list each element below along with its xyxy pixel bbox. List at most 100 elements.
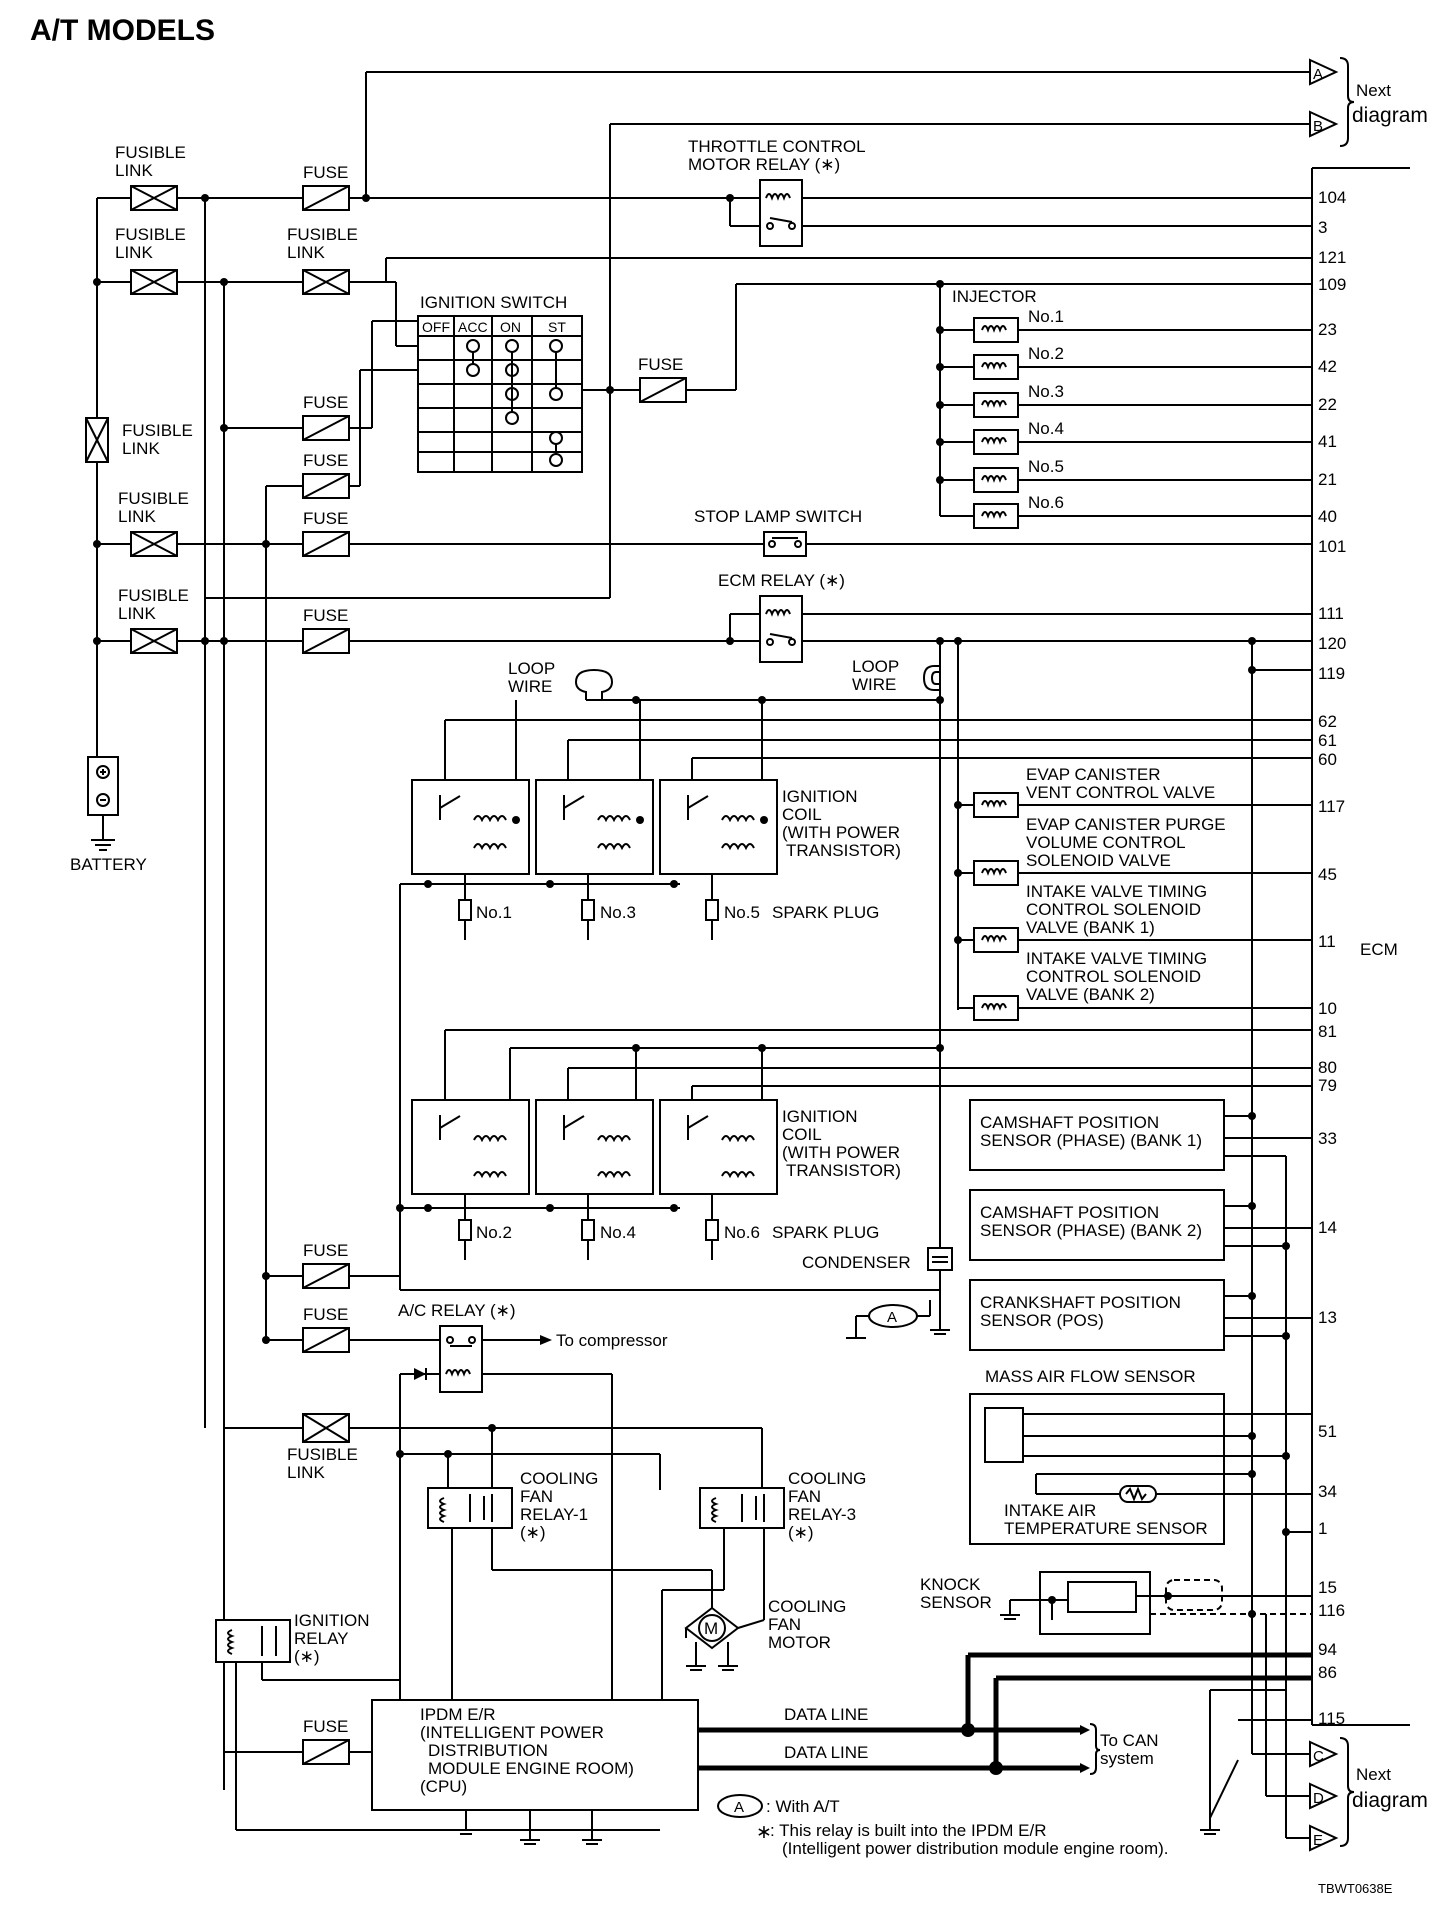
evap-purge-label: EVAP CANISTER PURGE bbox=[1026, 815, 1226, 834]
ecm-pin: 86 bbox=[1318, 1663, 1337, 1682]
next-diagram-wires bbox=[1200, 1614, 1312, 1839]
ign-coil-label-3: (WITH POWER bbox=[782, 1143, 900, 1162]
ecm-relay-label: ECM RELAY (∗) bbox=[718, 571, 845, 590]
ivt2-label-3: VALVE (BANK 2) bbox=[1026, 985, 1155, 1004]
ckp-label-2: SENSOR (POS) bbox=[980, 1311, 1104, 1330]
fusible-label: FUSIBLE bbox=[287, 225, 358, 244]
ivt1-label: INTAKE VALVE TIMING bbox=[1026, 882, 1207, 901]
spark-plug-no1: No.1 bbox=[476, 903, 512, 922]
loop-wire-right: LOOP WIRE bbox=[852, 657, 941, 694]
fuse-label: FUSE bbox=[303, 606, 348, 625]
cfr3-label-3: RELAY-3 bbox=[788, 1505, 856, 1524]
next-diagram-bottom: C D E Next diagram bbox=[1309, 1737, 1428, 1852]
cfr3-label-4: (∗) bbox=[788, 1523, 814, 1542]
link-label: LINK bbox=[122, 439, 160, 458]
condenser-label: CONDENSER bbox=[802, 1253, 911, 1272]
ign-relay-label-3: (∗) bbox=[294, 1647, 320, 1666]
spark-plug-no3: No.3 bbox=[600, 903, 636, 922]
injector-label: INJECTOR bbox=[952, 287, 1037, 306]
injector-3: No.3 bbox=[936, 382, 1312, 418]
cooling-fan-relays: COOLING FAN RELAY-1 (∗) COOLING FAN RELA… bbox=[427, 1469, 866, 1700]
diagram-label-bottom: diagram bbox=[1352, 1789, 1428, 1812]
ecm-pin: 21 bbox=[1318, 470, 1337, 489]
fuse-label: FUSE bbox=[303, 1717, 348, 1736]
iat-label-2: TEMPERATURE SENSOR bbox=[1004, 1519, 1208, 1538]
connector-e: E bbox=[1313, 1832, 1323, 1849]
ign-coil-label-2: COIL bbox=[782, 1125, 822, 1144]
data-line-label-2: DATA LINE bbox=[784, 1743, 868, 1762]
note-relay-2: (Intelligent power distribution module e… bbox=[782, 1839, 1168, 1858]
spark-plug-no6: No.6 bbox=[724, 1223, 760, 1242]
fan-motor-m: M bbox=[704, 1619, 718, 1638]
injector-no4: No.4 bbox=[1028, 419, 1064, 438]
sensors: CAMSHAFT POSITION SENSOR (PHASE) (BANK 1… bbox=[920, 1099, 1312, 1830]
ecm-pin: 61 bbox=[1318, 731, 1337, 750]
ivt2-label-2: CONTROL SOLENOID bbox=[1026, 967, 1201, 986]
ipdm-label-3: DISTRIBUTION bbox=[428, 1741, 548, 1760]
injector-6: No.6 bbox=[940, 493, 1312, 529]
next-diagram-top: A B Next diagram bbox=[1309, 57, 1428, 147]
maf-label: MASS AIR FLOW SENSOR bbox=[985, 1367, 1196, 1386]
to-can-label: To CAN bbox=[1100, 1731, 1159, 1750]
cooling-fan-motor: M COOLING FAN MOTOR bbox=[684, 1597, 846, 1671]
evap-purge-label-3: SOLENOID VALVE bbox=[1026, 851, 1171, 870]
ecm-pin: 120 bbox=[1318, 634, 1346, 653]
evap-vent-label-2: VENT CONTROL VALVE bbox=[1026, 783, 1215, 802]
ign-pos-off: OFF bbox=[422, 319, 450, 335]
data-lines: DATA LINE DATA LINE To CAN system bbox=[698, 1652, 1312, 1775]
to-compressor: To compressor bbox=[556, 1331, 668, 1350]
cfr1-label-2: FAN bbox=[520, 1487, 553, 1506]
ecm-pin: 42 bbox=[1318, 357, 1337, 376]
ecm-pin: 62 bbox=[1318, 712, 1337, 731]
cmp1-label-2: SENSOR (PHASE) (BANK 1) bbox=[980, 1131, 1202, 1150]
ignition-coils-top: No.1 No.3 No.5 SPARK PLUG IGNITION COIL … bbox=[399, 637, 1312, 1720]
cfr3-label-2: FAN bbox=[788, 1487, 821, 1506]
ecm-pins: 104 3 121 109 23 42 22 41 21 40 101 111 … bbox=[1318, 188, 1346, 1728]
ign-relay-label: IGNITION bbox=[294, 1611, 370, 1630]
link-label: LINK bbox=[115, 161, 153, 180]
to-can-label-2: system bbox=[1100, 1749, 1154, 1768]
spark-plug-no4: No.4 bbox=[600, 1223, 636, 1242]
ac-relay-label: A/C RELAY (∗) bbox=[398, 1301, 516, 1320]
ac-relay-section: FUSE FUSE A/C RELAY (∗) To compressor FU… bbox=[224, 544, 763, 1700]
ign-coil-label-3: (WITH POWER bbox=[782, 823, 900, 842]
ecm-pin: 79 bbox=[1318, 1076, 1337, 1095]
link-label: LINK bbox=[115, 243, 153, 262]
fusible-label: FUSIBLE bbox=[118, 489, 189, 508]
ivt1-label-2: CONTROL SOLENOID bbox=[1026, 900, 1201, 919]
link-label: LINK bbox=[118, 604, 156, 623]
injector-2: No.2 bbox=[936, 344, 1312, 380]
ecm-pin: 11 bbox=[1318, 932, 1336, 951]
ign-pos-st: ST bbox=[548, 319, 566, 335]
evap-vent-label: EVAP CANISTER bbox=[1026, 765, 1160, 784]
fuse-label: FUSE bbox=[638, 355, 683, 374]
note-circle-a: A bbox=[734, 1799, 744, 1816]
ecm-pin: 101 bbox=[1318, 537, 1346, 556]
data-line-label: DATA LINE bbox=[784, 1705, 868, 1724]
fuse-label: FUSE bbox=[303, 509, 348, 528]
injectors: INJECTOR No.1 No.2 No.3 bbox=[936, 280, 1312, 529]
ecm-pin: 10 bbox=[1318, 999, 1337, 1018]
next-label-bottom: Next bbox=[1356, 1765, 1391, 1784]
injector-no2: No.2 bbox=[1028, 344, 1064, 363]
ipdm-label-5: (CPU) bbox=[420, 1777, 467, 1796]
fan-motor-label-2: FAN bbox=[768, 1615, 801, 1634]
cfr1-label-3: RELAY-1 bbox=[520, 1505, 588, 1524]
throttle-relay-label: THROTTLE CONTROL bbox=[688, 137, 866, 156]
throttle-control-motor-relay: THROTTLE CONTROL MOTOR RELAY (∗) bbox=[688, 137, 1312, 247]
fuse-label: FUSE bbox=[303, 451, 348, 470]
ignition-relay: IGNITION RELAY (∗) bbox=[215, 1608, 400, 1790]
stop-lamp-label: STOP LAMP SWITCH bbox=[694, 507, 862, 526]
ecm-pin: 94 bbox=[1318, 1640, 1337, 1659]
ign-coil-label: IGNITION bbox=[782, 1107, 858, 1126]
fuse-label: FUSE bbox=[303, 1241, 348, 1260]
circle-a-label: A bbox=[887, 1309, 897, 1326]
fusible-label: FUSIBLE bbox=[115, 225, 186, 244]
ipdm-label: IPDM E/R bbox=[420, 1705, 496, 1724]
ecm-pin: 121 bbox=[1318, 248, 1346, 267]
ecm-pin: 104 bbox=[1318, 188, 1346, 207]
wire-label: WIRE bbox=[508, 677, 552, 696]
ecm-relay: ECM RELAY (∗) bbox=[205, 390, 1312, 663]
ipdm-er: FUSE IPDM E/R (INTELLIGENT POWER DISTRIB… bbox=[224, 1699, 699, 1845]
